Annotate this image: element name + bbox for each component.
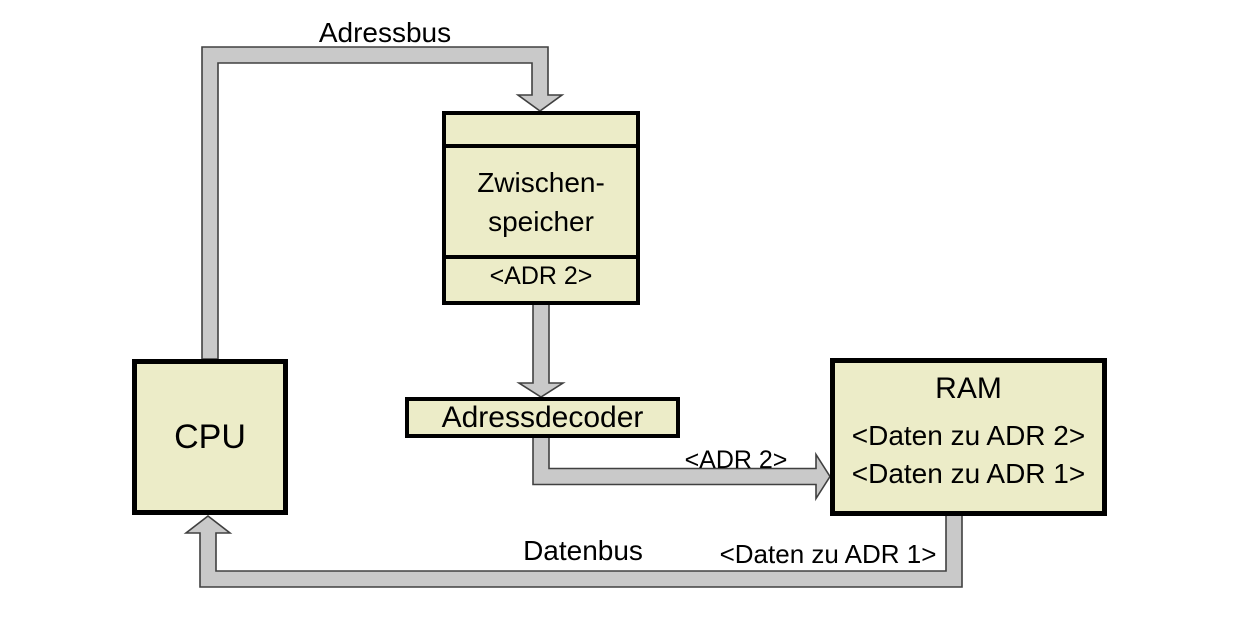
adressdecoder-label: Adressdecoder [441, 400, 644, 434]
decoder-to-ram-arrow [532, 435, 831, 502]
datenbus-daten-adr1-label: <Daten zu ADR 1> [719, 539, 937, 569]
adr2-bus-label: <ADR 2> [684, 446, 788, 474]
ram-daten-adr2: <Daten zu ADR 2> [851, 420, 1086, 451]
zwischenspeicher-adr2-text: <ADR 2> [489, 261, 593, 290]
ram-title: RAM [935, 372, 1002, 405]
ram-daten-adr1: <Daten zu ADR 1> [851, 458, 1086, 489]
zwischenspeicher-label-line1: Zwischen- [477, 167, 605, 198]
zwischenspeicher-label-line2: speicher [488, 206, 594, 237]
zwischenspeicher-label: Zwischen- speicher [446, 148, 636, 259]
zwischenspeicher-adr2-slot: <ADR 2> [446, 259, 636, 293]
datenbus-label: Datenbus [523, 535, 643, 566]
zwischenspeicher-box: Zwischen- speicher <ADR 2> [442, 111, 640, 305]
datenbus-arrow [183, 513, 963, 588]
cpu-label: CPU [174, 417, 246, 456]
adressbus-label: Adressbus [318, 17, 452, 48]
zwischenspeicher-empty-slot [446, 115, 636, 148]
cpu-box: CPU [132, 359, 288, 515]
buffer-to-decoder-arrow [516, 302, 566, 398]
adressbus-arrow [201, 46, 565, 360]
ram-box: RAM <Daten zu ADR 2> <Daten zu ADR 1> [830, 358, 1107, 516]
adressdecoder-box: Adressdecoder [405, 397, 680, 438]
